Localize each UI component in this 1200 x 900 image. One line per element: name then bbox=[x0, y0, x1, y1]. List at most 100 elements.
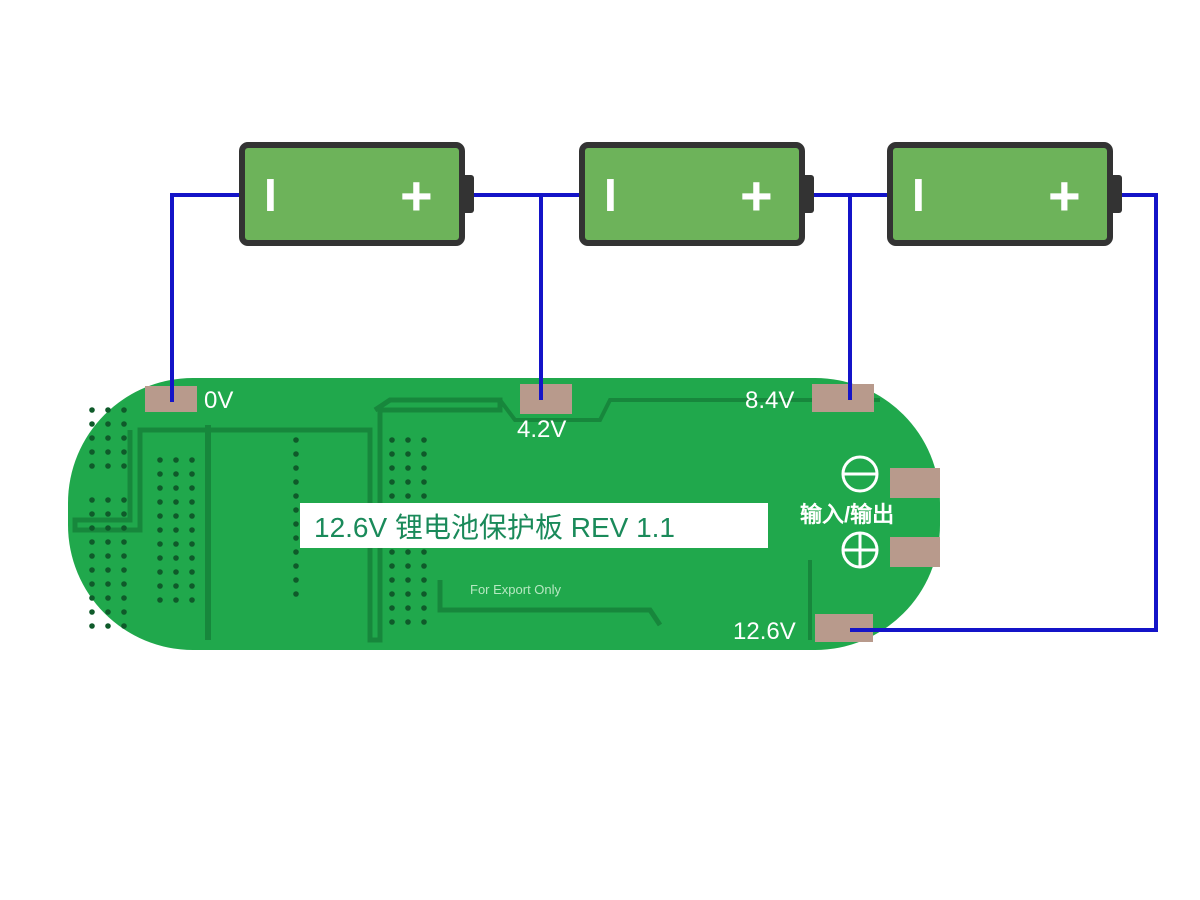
via-hole bbox=[189, 471, 195, 477]
via-hole bbox=[405, 549, 411, 555]
via-hole bbox=[421, 605, 427, 611]
pad-output-plus bbox=[890, 537, 940, 567]
via-hole bbox=[293, 535, 299, 541]
battery-3: I + bbox=[887, 142, 1122, 246]
via-hole bbox=[405, 493, 411, 499]
via-hole bbox=[105, 567, 111, 573]
wire-12-6v bbox=[850, 193, 1158, 632]
via-hole bbox=[121, 581, 127, 587]
via-hole bbox=[405, 451, 411, 457]
via-hole bbox=[173, 569, 179, 575]
via-hole bbox=[189, 541, 195, 547]
via-hole bbox=[405, 437, 411, 443]
board-title: 12.6V 锂电池保护板 REV 1.1 bbox=[314, 512, 675, 543]
via-hole bbox=[293, 451, 299, 457]
via-hole bbox=[173, 597, 179, 603]
via-hole bbox=[89, 511, 95, 517]
battery-terminal bbox=[462, 175, 474, 213]
via-hole bbox=[189, 499, 195, 505]
via-hole bbox=[293, 507, 299, 513]
via-hole bbox=[173, 583, 179, 589]
via-hole bbox=[89, 421, 95, 427]
via-hole bbox=[173, 457, 179, 463]
via-hole bbox=[389, 549, 395, 555]
via-hole bbox=[105, 497, 111, 503]
via-hole bbox=[121, 623, 127, 629]
pad-4-2v bbox=[520, 384, 572, 414]
via-hole bbox=[421, 465, 427, 471]
via-hole bbox=[189, 485, 195, 491]
via-hole bbox=[121, 435, 127, 441]
via-hole bbox=[405, 577, 411, 583]
export-note: For Export Only bbox=[470, 582, 562, 597]
via-hole bbox=[189, 457, 195, 463]
via-hole bbox=[421, 479, 427, 485]
via-hole bbox=[121, 497, 127, 503]
via-hole bbox=[157, 485, 163, 491]
plus-circle-icon bbox=[841, 531, 879, 569]
via-hole bbox=[389, 591, 395, 597]
via-hole bbox=[389, 619, 395, 625]
via-hole bbox=[189, 527, 195, 533]
via-hole bbox=[189, 597, 195, 603]
battery-minus-label: I bbox=[264, 169, 277, 221]
via-hole bbox=[105, 581, 111, 587]
battery-pack: I + I + I + bbox=[239, 142, 1122, 246]
via-hole bbox=[105, 511, 111, 517]
via-hole bbox=[89, 449, 95, 455]
via-hole bbox=[189, 513, 195, 519]
via-hole bbox=[293, 437, 299, 443]
via-hole bbox=[405, 563, 411, 569]
via-hole bbox=[105, 463, 111, 469]
via-hole bbox=[293, 563, 299, 569]
via-hole bbox=[89, 567, 95, 573]
wire-0v bbox=[170, 193, 242, 402]
battery-2: I + bbox=[579, 142, 814, 246]
via-hole bbox=[105, 623, 111, 629]
via-hole bbox=[121, 539, 127, 545]
via-hole bbox=[89, 525, 95, 531]
via-hole bbox=[173, 555, 179, 561]
via-hole bbox=[421, 591, 427, 597]
minus-circle-icon bbox=[841, 455, 879, 493]
via-hole bbox=[173, 513, 179, 519]
via-hole bbox=[389, 479, 395, 485]
pad-output-minus bbox=[890, 468, 940, 498]
battery-plus-label: + bbox=[1048, 164, 1081, 227]
via-hole bbox=[105, 553, 111, 559]
via-hole bbox=[421, 493, 427, 499]
via-hole bbox=[389, 451, 395, 457]
via-hole bbox=[157, 555, 163, 561]
via-hole bbox=[389, 493, 395, 499]
via-hole bbox=[89, 463, 95, 469]
via-hole bbox=[121, 449, 127, 455]
via-hole bbox=[157, 471, 163, 477]
via-hole bbox=[173, 471, 179, 477]
via-hole bbox=[121, 567, 127, 573]
via-hole bbox=[157, 527, 163, 533]
via-hole bbox=[89, 609, 95, 615]
io-label: 输入/输出 bbox=[800, 502, 894, 527]
via-hole bbox=[89, 595, 95, 601]
via-hole bbox=[105, 435, 111, 441]
battery-terminal bbox=[1110, 175, 1122, 213]
via-hole bbox=[173, 499, 179, 505]
via-hole bbox=[89, 497, 95, 503]
via-hole bbox=[157, 583, 163, 589]
via-hole bbox=[189, 555, 195, 561]
via-hole bbox=[293, 549, 299, 555]
via-hole bbox=[421, 563, 427, 569]
via-hole bbox=[105, 421, 111, 427]
via-hole bbox=[173, 485, 179, 491]
via-hole bbox=[405, 479, 411, 485]
via-hole bbox=[105, 595, 111, 601]
via-hole bbox=[405, 465, 411, 471]
via-hole bbox=[105, 525, 111, 531]
via-hole bbox=[105, 407, 111, 413]
via-hole bbox=[121, 511, 127, 517]
via-hole bbox=[293, 521, 299, 527]
via-hole bbox=[157, 499, 163, 505]
terminal-label-4-2v: 4.2V bbox=[517, 416, 566, 443]
via-hole bbox=[105, 449, 111, 455]
via-hole bbox=[121, 407, 127, 413]
